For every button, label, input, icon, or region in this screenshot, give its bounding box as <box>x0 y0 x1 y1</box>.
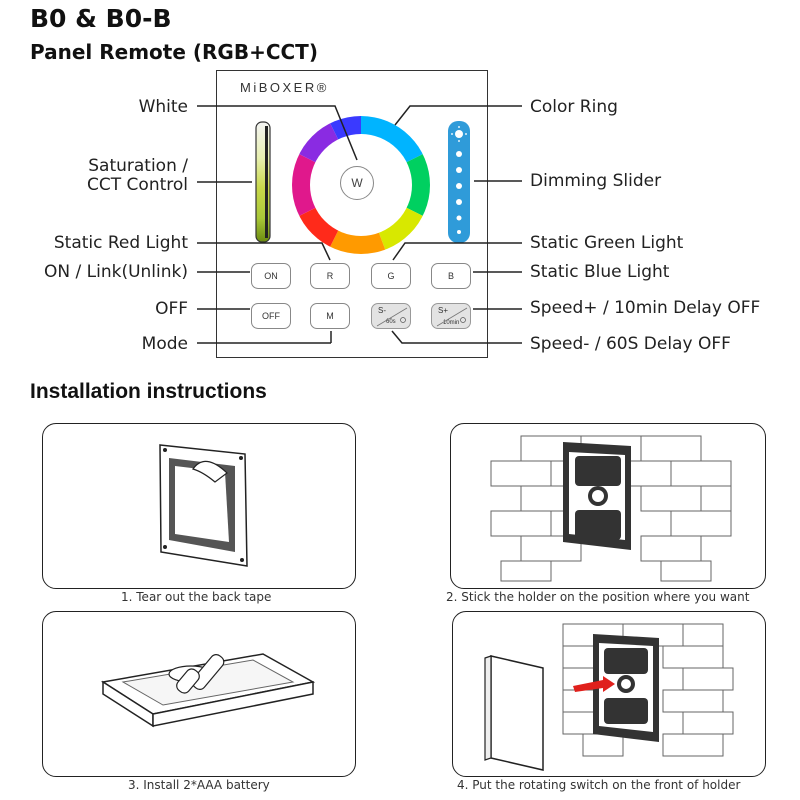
speed-minus-sub: 60s <box>386 319 396 325</box>
white-button[interactable]: W <box>340 166 374 200</box>
green-button[interactable]: G <box>371 263 411 289</box>
page-title: B0 & B0-B <box>30 4 172 33</box>
speed-plus-sub: 10min <box>443 320 460 326</box>
leader-lines <box>197 105 522 344</box>
label-on-link: ON / Link(Unlink) <box>44 262 188 282</box>
red-button[interactable]: R <box>310 263 350 289</box>
brand-logo: MiBOXER® <box>240 80 329 95</box>
label-saturation: Saturation / <box>88 156 188 176</box>
speed-plus-label: S+ <box>438 306 449 315</box>
step-3-caption: 3. Install 2*AAA battery <box>128 778 270 792</box>
step-1-card <box>42 423 356 589</box>
speed-plus-button[interactable]: S+ 10min <box>431 303 471 329</box>
mount-panel-illustration <box>484 623 734 771</box>
step-4-caption: 4. Put the rotating switch on the front … <box>457 778 741 792</box>
label-dimming-slider: Dimming Slider <box>530 171 662 191</box>
label-static-green: Static Green Light <box>530 233 684 253</box>
label-speed-plus: Speed+ / 10min Delay OFF <box>530 298 761 318</box>
label-static-red: Static Red Light <box>53 233 188 253</box>
color-ring[interactable] <box>291 115 431 255</box>
blue-button[interactable]: B <box>431 263 471 289</box>
label-cct-control: CCT Control <box>87 175 188 195</box>
cct-saturation-bar <box>255 121 271 243</box>
installation-title: Installation instructions <box>30 380 267 403</box>
step-3-card <box>42 611 356 777</box>
step-2-caption: 2. Stick the holder on the position wher… <box>446 590 750 604</box>
off-button[interactable]: OFF <box>251 303 291 329</box>
speed-minus-label: S- <box>378 306 386 315</box>
step-4-card <box>452 611 766 777</box>
timer-icon <box>436 307 468 327</box>
dimming-slider[interactable] <box>447 120 471 244</box>
label-white: White <box>138 97 188 117</box>
page-subtitle: Panel Remote (RGB+CCT) <box>30 40 318 64</box>
step-2-card <box>450 423 766 589</box>
holder-tape-illustration <box>159 444 248 567</box>
label-mode: Mode <box>141 334 188 354</box>
on-button[interactable]: ON <box>251 263 291 289</box>
step-1-caption: 1. Tear out the back tape <box>121 590 272 604</box>
diagonal-divider-icon <box>376 307 408 327</box>
label-color-ring: Color Ring <box>530 97 618 117</box>
label-speed-minus: Speed- / 60S Delay OFF <box>530 334 731 354</box>
wall-holder-illustration <box>490 435 732 582</box>
speed-minus-button[interactable]: S- 60s <box>371 303 411 329</box>
label-static-blue: Static Blue Light <box>530 262 670 282</box>
label-off: OFF <box>155 299 188 319</box>
mode-button[interactable]: M <box>310 303 350 329</box>
battery-illustration <box>100 653 316 728</box>
